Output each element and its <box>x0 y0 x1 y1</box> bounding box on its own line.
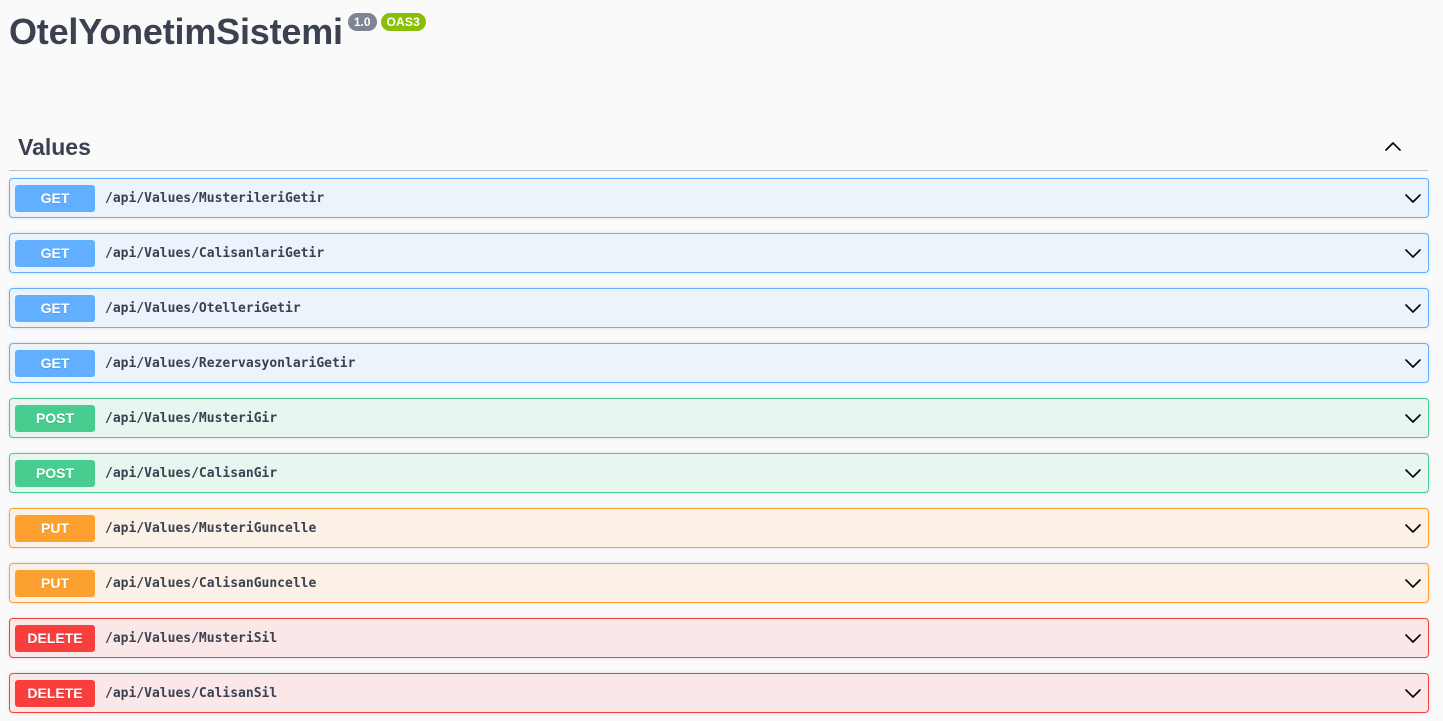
operation-delete-calisan-sil[interactable]: DELETE /api/Values/CalisanSil <box>9 673 1429 713</box>
method-badge: GET <box>15 349 95 377</box>
method-badge: DELETE <box>15 679 95 707</box>
endpoint-path: /api/Values/MusterileriGetir <box>105 190 325 206</box>
oas-badge: OAS3 <box>380 13 426 31</box>
chevron-down-icon[interactable] <box>1403 353 1423 373</box>
chevron-down-icon[interactable] <box>1403 298 1423 318</box>
chevron-down-icon[interactable] <box>1403 683 1423 703</box>
method-badge: PUT <box>15 569 95 597</box>
endpoint-path: /api/Values/OtelleriGetir <box>105 300 301 316</box>
method-badge: GET <box>15 184 95 212</box>
chevron-down-icon[interactable] <box>1403 188 1423 208</box>
operation-get-rezervasyonlari-getir[interactable]: GET /api/Values/RezervasyonlariGetir <box>9 343 1429 383</box>
operation-get-otelleri-getir[interactable]: GET /api/Values/OtelleriGetir <box>9 288 1429 328</box>
chevron-down-icon[interactable] <box>1403 628 1423 648</box>
operation-post-musteri-gir[interactable]: POST /api/Values/MusteriGir <box>9 398 1429 438</box>
chevron-down-icon[interactable] <box>1403 463 1423 483</box>
endpoint-path: /api/Values/CalisanSil <box>105 685 278 701</box>
method-badge: POST <box>15 404 95 432</box>
method-badge: GET <box>15 294 95 322</box>
api-title: OtelYonetimSistemi <box>9 11 343 52</box>
chevron-down-icon[interactable] <box>1403 573 1423 593</box>
operations-list: GET /api/Values/MusterileriGetir GET /ap… <box>9 178 1429 721</box>
endpoint-path: /api/Values/CalisanGir <box>105 465 278 481</box>
chevron-down-icon[interactable] <box>1403 408 1423 428</box>
method-badge: PUT <box>15 514 95 542</box>
endpoint-path: /api/Values/RezervasyonlariGetir <box>105 355 356 371</box>
tag-header-values[interactable]: Values <box>9 124 1428 171</box>
operation-put-calisan-guncelle[interactable]: PUT /api/Values/CalisanGuncelle <box>9 563 1429 603</box>
chevron-up-icon[interactable] <box>1383 137 1403 157</box>
chevron-down-icon[interactable] <box>1403 518 1423 538</box>
operation-post-calisan-gir[interactable]: POST /api/Values/CalisanGir <box>9 453 1429 493</box>
method-badge: GET <box>15 239 95 267</box>
operation-get-calisanlari-getir[interactable]: GET /api/Values/CalisanlariGetir <box>9 233 1429 273</box>
operation-put-musteri-guncelle[interactable]: PUT /api/Values/MusteriGuncelle <box>9 508 1429 548</box>
endpoint-path: /api/Values/CalisanGuncelle <box>105 575 317 591</box>
endpoint-path: /api/Values/MusteriGuncelle <box>105 520 317 536</box>
operation-get-musterileri-getir[interactable]: GET /api/Values/MusterileriGetir <box>9 178 1429 218</box>
api-info: OtelYonetimSistemi 1.0 OAS3 <box>9 10 426 54</box>
method-badge: POST <box>15 459 95 487</box>
operation-delete-musteri-sil[interactable]: DELETE /api/Values/MusteriSil <box>9 618 1429 658</box>
tag-name[interactable]: Values <box>18 133 91 160</box>
method-badge: DELETE <box>15 624 95 652</box>
endpoint-path: /api/Values/CalisanlariGetir <box>105 245 325 261</box>
version-badge: 1.0 <box>347 13 377 31</box>
endpoint-path: /api/Values/MusteriSil <box>105 630 278 646</box>
chevron-down-icon[interactable] <box>1403 243 1423 263</box>
endpoint-path: /api/Values/MusteriGir <box>105 410 278 426</box>
